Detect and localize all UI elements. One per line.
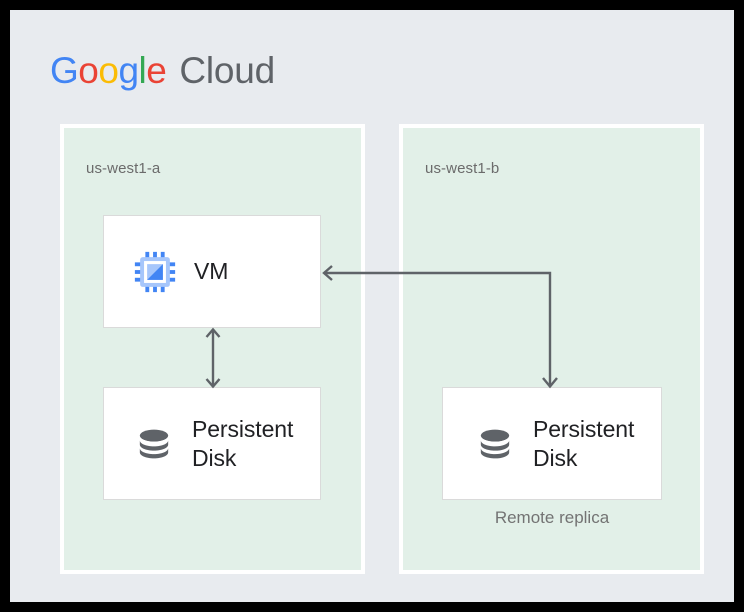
logo-letter-0: G [50, 50, 79, 91]
logo-letter-3: g [118, 50, 139, 91]
logo-letter-5: e [146, 50, 167, 91]
persistent-disk-box-zone-b[interactable]: Persistent Disk [442, 387, 662, 500]
zone-label-us-west1-a: us-west1-a [86, 160, 161, 177]
google-cloud-logo: Google Cloud [50, 50, 275, 92]
vm-to-disk-connector [205, 327, 221, 389]
remote-replica-caption: Remote replica [494, 508, 610, 527]
vm-to-remote-replica-connector [322, 265, 558, 389]
diagram-canvas: Google Cloud us-west1-a us-west1-b [10, 10, 734, 602]
compute-engine-cpu-icon [134, 251, 176, 292]
cloud-wordmark: Cloud [179, 50, 276, 91]
vm-box-content: VM [104, 251, 228, 293]
persistent-disk-b-content: Persistent Disk [443, 415, 634, 471]
logo-letter-2: o [98, 50, 119, 91]
persistent-disk-a-label: Persistent Disk [192, 416, 294, 471]
persistent-disk-icon [480, 429, 510, 458]
vm-box[interactable]: VM [103, 215, 321, 328]
persistent-disk-b-label: Persistent Disk [533, 416, 635, 471]
persistent-disk-box-zone-a[interactable]: Persistent Disk [103, 387, 321, 500]
persistent-disk-a-content: Persistent Disk [104, 415, 293, 471]
persistent-disk-icon [139, 429, 169, 458]
vm-label: VM [194, 258, 229, 285]
logo-letter-4: l [138, 50, 147, 91]
logo-letter-1: o [78, 50, 99, 91]
google-wordmark: Google [50, 50, 167, 92]
zone-label-us-west1-b: us-west1-b [425, 160, 500, 177]
